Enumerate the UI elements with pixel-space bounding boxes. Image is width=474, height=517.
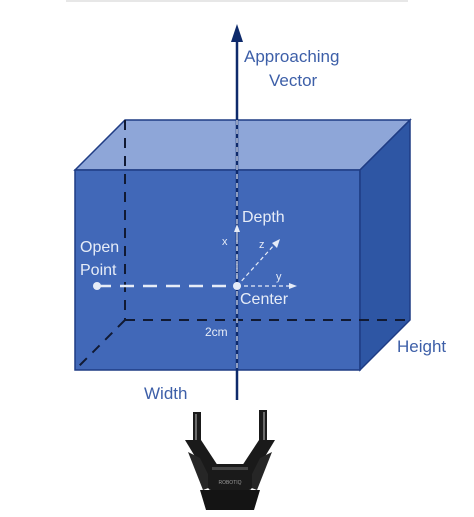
axis-y-label: y bbox=[276, 271, 282, 283]
offset-label: 2cm bbox=[205, 325, 228, 339]
gripper-icon: ROBOTIQ bbox=[185, 410, 275, 510]
gripper-brand-label: ROBOTIQ bbox=[218, 480, 241, 486]
open-point-dot bbox=[93, 282, 101, 290]
open-label-line2: Point bbox=[80, 262, 117, 279]
axis-z-arrowhead bbox=[272, 239, 280, 248]
box-front-face bbox=[74, 169, 361, 371]
approaching-label-line1: Approaching bbox=[244, 47, 339, 66]
axis-x-arrowhead bbox=[234, 224, 240, 232]
axis-z-label: z bbox=[259, 239, 265, 251]
approaching-vector-arrowhead bbox=[231, 24, 243, 42]
width-label: Width bbox=[144, 384, 187, 403]
axis-y-arrowhead bbox=[289, 283, 297, 289]
box-side-face bbox=[359, 118, 411, 372]
hidden-edge-diagonal bbox=[74, 319, 126, 371]
center-label: Center bbox=[240, 291, 289, 308]
axis-z-line bbox=[236, 243, 276, 287]
height-label: Height bbox=[397, 337, 446, 356]
depth-label: Depth bbox=[242, 209, 285, 226]
open-label-line1: Open bbox=[80, 239, 119, 256]
approaching-label-line2: Vector bbox=[269, 71, 318, 90]
axis-x-label: x bbox=[222, 236, 228, 248]
